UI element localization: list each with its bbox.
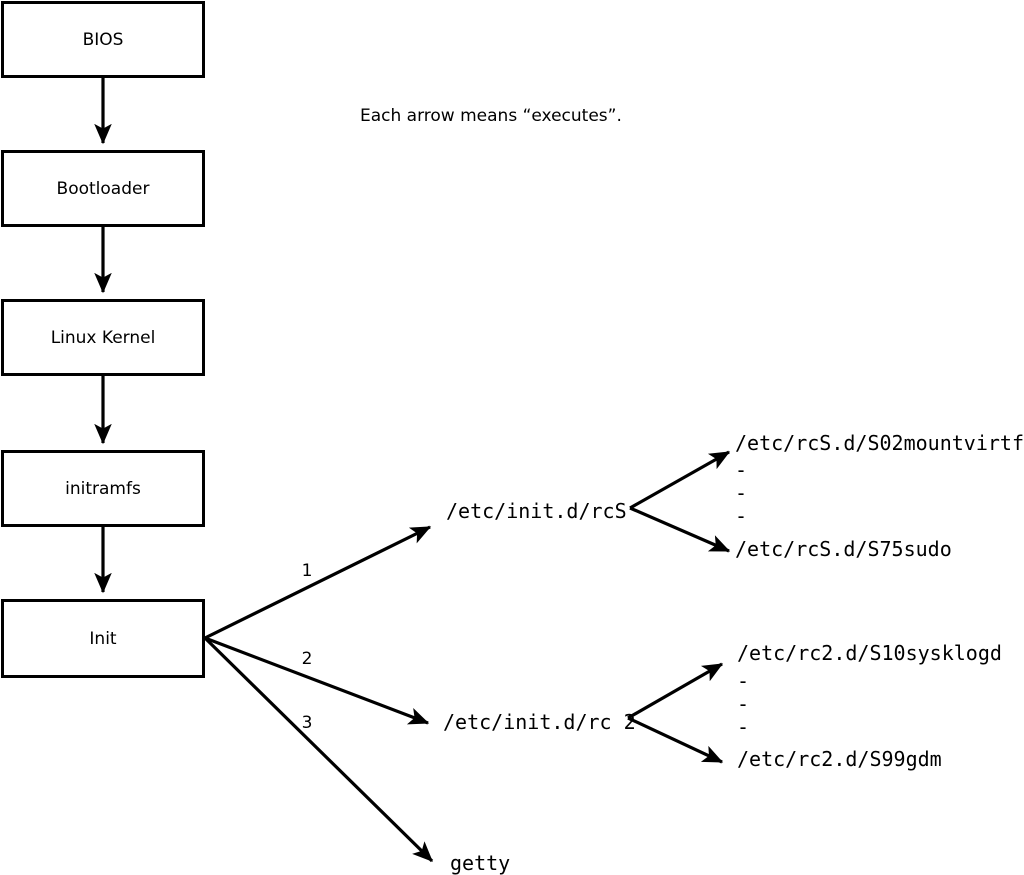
arrow-init-to-rc2	[204, 636, 430, 725]
rc2-ellipsis-dash-2: -	[737, 692, 749, 716]
arrow-rcs-to-first-script	[629, 450, 731, 510]
arrow-rc2-to-first-script	[627, 662, 724, 720]
arrow-rcs-to-last-script	[629, 506, 731, 553]
box-bootloader-label: Bootloader	[57, 179, 150, 199]
rcs-ellipsis-dash-1: -	[735, 458, 747, 482]
box-linux-kernel[interactable]: Linux Kernel	[1, 299, 205, 376]
rcs-ellipsis-dash-2: -	[735, 481, 747, 505]
box-init-rect	[1, 599, 205, 678]
box-initramfs[interactable]: initramfs	[1, 450, 205, 527]
label-rcs-first-script: /etc/rcS.d/S02mountvirtfs	[735, 431, 1024, 455]
label-init-d-rcs: /etc/init.d/rcS	[446, 499, 627, 523]
box-linux-kernel-rect	[1, 299, 205, 376]
box-bios[interactable]: BIOS	[1, 1, 205, 78]
box-initramfs-rect	[1, 450, 205, 527]
arrow-init-to-getty	[203, 636, 434, 863]
arrow-init-to-rcs	[204, 525, 432, 640]
box-bios-rect	[1, 1, 205, 78]
edge-number-3: 3	[302, 713, 313, 733]
rc2-ellipsis-dash-3: -	[737, 715, 749, 739]
box-linux-kernel-label: Linux Kernel	[51, 328, 156, 348]
label-getty: getty	[450, 851, 510, 875]
label-init-d-rc2: /etc/init.d/rc 2	[443, 710, 636, 734]
label-rc2-first-script: /etc/rc2.d/S10sysklogd	[737, 641, 1002, 665]
box-initramfs-label: initramfs	[65, 479, 141, 499]
box-bootloader[interactable]: Bootloader	[1, 150, 205, 227]
edge-number-1: 1	[302, 561, 313, 581]
legend-note: Each arrow means “executes”.	[360, 106, 622, 126]
box-bootloader-rect	[1, 150, 205, 227]
rc2-ellipsis-dash-1: -	[737, 669, 749, 693]
box-init[interactable]: Init	[1, 599, 205, 678]
label-rcs-last-script: /etc/rcS.d/S75sudo	[735, 537, 952, 561]
box-init-label: Init	[89, 629, 117, 649]
arrow-rc2-to-last-script	[627, 716, 724, 764]
edge-number-2: 2	[302, 649, 313, 669]
label-rc2-last-script: /etc/rc2.d/S99gdm	[737, 747, 942, 771]
box-bios-label: BIOS	[83, 30, 124, 50]
rcs-ellipsis-dash-3: -	[735, 504, 747, 528]
